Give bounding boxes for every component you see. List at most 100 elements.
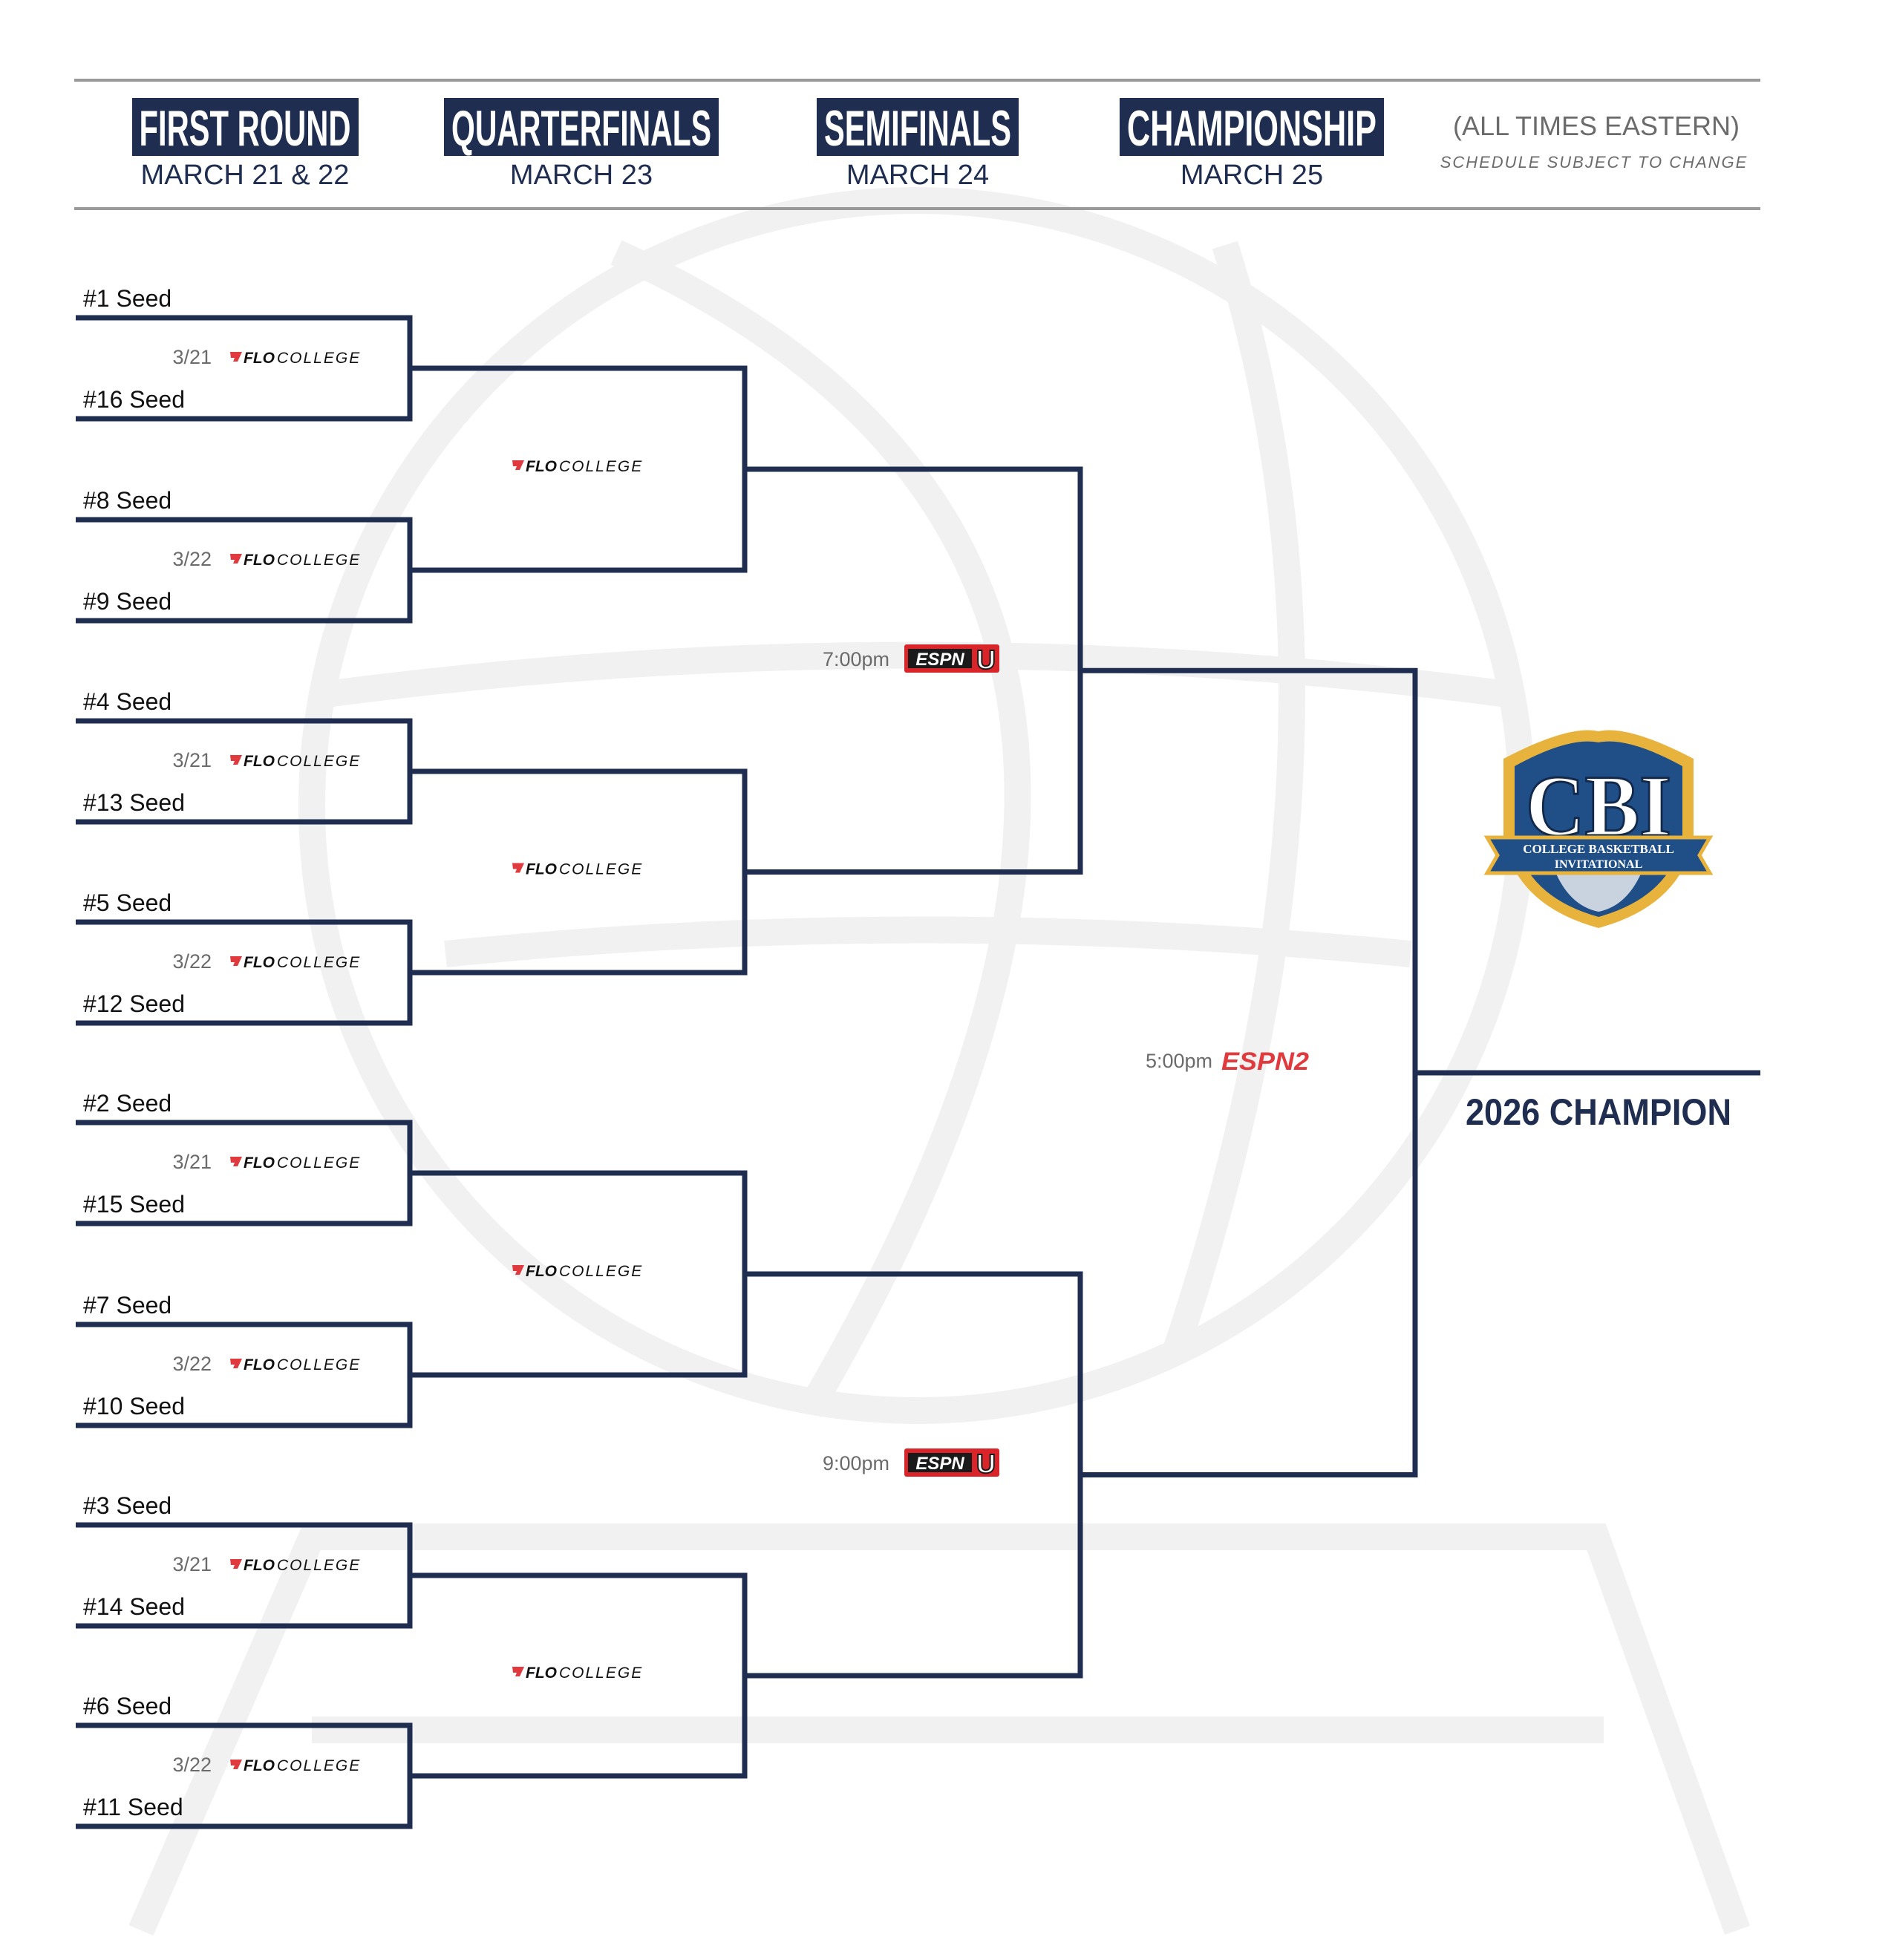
team-slot-bottom: #11 Seed (83, 1794, 183, 1820)
team-slot-bottom: #9 Seed (83, 588, 172, 615)
flo-prefix: FLO (244, 753, 275, 770)
flo-suffix: COLLEGE (277, 1356, 361, 1373)
team-slot-top: #5 Seed (83, 889, 172, 916)
round-header-first-round: FIRST ROUND MARCH 21 & 22 (132, 98, 359, 191)
espnu-letter: U (976, 1448, 996, 1479)
team-slot-top: #8 Seed (83, 487, 172, 514)
flo-prefix: FLO (244, 552, 275, 569)
flo-mark-icon (230, 1559, 242, 1569)
team-slot-top: #6 Seed (83, 1693, 172, 1719)
round-header-quarterfinals: QUARTERFINALS MARCH 23 (444, 98, 719, 191)
flo-prefix: FLO (244, 1154, 275, 1172)
flo-suffix: COLLEGE (559, 1263, 643, 1280)
team-slot-bottom: #12 Seed (83, 990, 185, 1017)
game-time: 9:00pm (823, 1452, 889, 1474)
espnu-logo: ESPN U (904, 1448, 999, 1480)
game-date: 3/21 (172, 749, 212, 771)
semifinal-game-1: 7:00pm ESPN U (823, 644, 999, 676)
flo-mark-icon (230, 1760, 242, 1769)
cbi-line1: COLLEGE BASKETBALL (1523, 842, 1674, 856)
round-title: CHAMPIONSHIP (1127, 100, 1377, 157)
flo-suffix: COLLEGE (559, 458, 643, 475)
flo-suffix: COLLEGE (277, 753, 361, 770)
round-date: MARCH 21 & 22 (141, 160, 350, 191)
flo-mark-icon (230, 352, 242, 362)
cbi-logo: CBI COLLEGE BASKETBALL INVITATIONAL (1483, 730, 1714, 928)
game-date: 3/21 (172, 1553, 212, 1575)
team-slot-top: #7 Seed (83, 1292, 172, 1319)
team-slot-top: #4 Seed (83, 688, 172, 715)
flo-suffix: COLLEGE (277, 552, 361, 569)
team-slot-bottom: #15 Seed (83, 1191, 185, 1218)
game-time: 5:00pm (1146, 1050, 1212, 1072)
flo-mark-icon (512, 460, 524, 470)
cbi-line2: INVITATIONAL (1555, 858, 1643, 871)
round-header-semifinals: SEMIFINALS MARCH 24 (817, 98, 1019, 191)
game-date: 3/22 (172, 548, 212, 570)
flo-mark-icon (230, 956, 242, 966)
espnu-letter: U (976, 644, 996, 675)
flo-mark-icon (230, 1359, 242, 1368)
espnu-text: ESPN (915, 1454, 964, 1474)
team-slot-bottom: #13 Seed (83, 789, 185, 816)
round-date: MARCH 24 (846, 160, 989, 191)
flo-prefix: FLO (244, 1757, 275, 1774)
flo-suffix: COLLEGE (277, 1557, 361, 1574)
game-date: 3/22 (172, 1754, 212, 1776)
flo-mark-icon (230, 554, 242, 564)
game-time: 7:00pm (823, 648, 889, 670)
team-slot-top: #3 Seed (83, 1492, 172, 1519)
round-date: MARCH 23 (510, 160, 653, 191)
round-header-championship: CHAMPIONSHIP MARCH 25 (1120, 98, 1384, 191)
basketball-watermark (128, 187, 1750, 1936)
flo-suffix: COLLEGE (277, 1757, 361, 1774)
round-title: QUARTERFINALS (451, 100, 711, 157)
game-date: 3/21 (172, 346, 212, 368)
flo-prefix: FLO (526, 1263, 557, 1280)
champion-label: 2026 CHAMPION (1466, 1091, 1731, 1133)
espn2-logo: ESPN2 (1221, 1048, 1309, 1076)
team-slot-top: #1 Seed (83, 285, 172, 312)
flo-mark-icon (512, 863, 524, 873)
flo-mark-icon (230, 755, 242, 765)
team-slot-top: #2 Seed (83, 1090, 172, 1117)
game-date: 3/22 (172, 1353, 212, 1375)
semifinal-game-2: 9:00pm ESPN U (823, 1448, 999, 1480)
flo-prefix: FLO (526, 861, 557, 878)
timezone-note: (ALL TIMES EASTERN) (1453, 111, 1740, 141)
flo-suffix: COLLEGE (277, 954, 361, 971)
flo-suffix: COLLEGE (559, 1665, 643, 1682)
championship-game: 5:00pm ESPN2 (1146, 1048, 1309, 1076)
flo-suffix: COLLEGE (559, 861, 643, 878)
flo-suffix: COLLEGE (277, 350, 361, 367)
round-title: FIRST ROUND (140, 100, 351, 157)
round-date: MARCH 25 (1181, 160, 1323, 191)
flo-prefix: FLO (244, 1557, 275, 1574)
espnu-logo: ESPN U (904, 644, 999, 676)
flo-mark-icon (512, 1265, 524, 1275)
team-slot-bottom: #14 Seed (83, 1593, 185, 1620)
team-slot-bottom: #16 Seed (83, 386, 185, 413)
flo-prefix: FLO (244, 954, 275, 971)
game-date: 3/21 (172, 1151, 212, 1173)
flo-suffix: COLLEGE (277, 1154, 361, 1172)
schedule-note: SCHEDULE SUBJECT TO CHANGE (1440, 153, 1748, 172)
